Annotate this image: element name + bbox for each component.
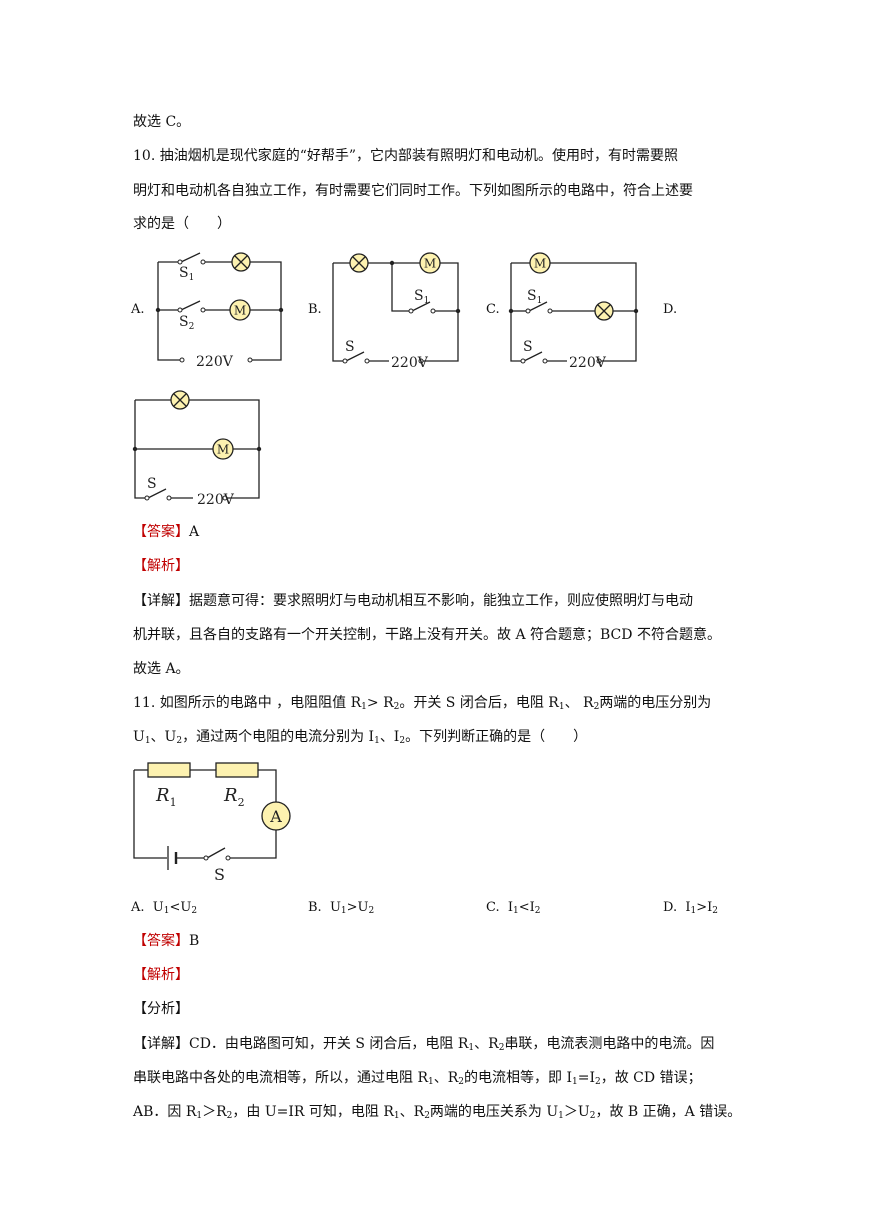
switch-s-label: S	[345, 339, 355, 355]
switch-s-label: S	[523, 339, 533, 355]
r2-label: R	[223, 785, 238, 806]
voltage-label: 220V	[391, 355, 429, 371]
r1-label: R	[155, 785, 170, 806]
switch-s1-sub: 1	[424, 296, 430, 306]
ammeter-label: A	[269, 807, 282, 826]
q11-detail-line-2: 串联电路中各处的电流相等，所以，通过电阻 R1、R2的电流相等，即 I1=I2，…	[133, 1070, 702, 1087]
voltage-label: 220V	[196, 354, 234, 370]
q10-stem-line-2: 明灯和电动机各自独立工作，有时需要它们同时工作。下列如图所示的电路中，符合上述要	[133, 183, 693, 199]
q10-stem-line-1: 10. 抽油烟机是现代家庭的“好帮手”，它内部装有照明灯和电动机。使用时，有时需…	[133, 148, 679, 164]
motor-label: M	[217, 443, 229, 457]
resistor-r1	[147, 762, 191, 778]
switch-s-label: S	[214, 865, 225, 884]
switch-s2-label: S	[179, 314, 189, 330]
lamp-icon	[349, 253, 369, 273]
q10-detail-line-1: 【详解】据题意可得：要求照明灯与电动机相互不影响，能独立工作，则应使照明灯与电动	[133, 593, 693, 609]
q10-stem-line-3: 求的是（ ）	[133, 216, 231, 232]
detail-label: 【详解】	[133, 1036, 189, 1052]
q11-option-c: C. I1<I2	[486, 900, 541, 916]
q10-circuit-d: M S 220V	[132, 390, 262, 508]
ammeter-icon: A	[261, 801, 291, 831]
voltage-label: 220V	[197, 492, 235, 508]
svg-text:R2: R2	[223, 785, 245, 809]
q11-circuit: A R1 R2 S	[133, 762, 291, 884]
motor-label: M	[424, 257, 436, 271]
motor-icon: M	[529, 252, 551, 274]
motor-icon: M	[229, 299, 251, 321]
q10-circuit-a: M S1 S2 220V	[155, 252, 284, 370]
q10-detail-line-2: 机并联，且各自的支路有一个开关控制，干路上没有开关。故 A 符合题意；BCD 不…	[133, 627, 721, 643]
switch-s1-label: S	[414, 288, 424, 304]
svg-text:R1: R1	[155, 785, 177, 809]
q11-option-d: D. I1>I2	[663, 900, 718, 916]
voltage-label: 220V	[569, 355, 607, 371]
switch-s1-sub: 1	[189, 273, 195, 283]
q11-analysis-label: 【解析】	[133, 967, 189, 983]
q10-answer: 【答案】A	[133, 522, 199, 542]
svg-text:S2: S2	[179, 314, 194, 332]
q11-stem-line-1: 11. 如图所示的电路中 ，电阻阻值 R1> R2。开关 S 闭合后，电阻 R1…	[133, 695, 712, 712]
switch-s1-label: S	[527, 288, 537, 304]
q10-option-c-label: C.	[486, 302, 500, 317]
switch-s2-sub: 2	[189, 322, 195, 332]
switch-s-label: S	[147, 476, 157, 492]
q10-option-a-label: A.	[131, 302, 145, 317]
q10-circuit-b: M S1 S 220V	[332, 252, 461, 371]
q10-option-b-label: B.	[308, 302, 322, 317]
lamp-icon	[231, 252, 251, 272]
q11-answer: 【答案】B	[133, 931, 199, 951]
answer-label: 【答案】	[133, 933, 189, 949]
switch-s1-label: S	[179, 265, 189, 281]
motor-icon: M	[212, 438, 234, 460]
svg-text:S1: S1	[179, 265, 194, 283]
svg-text:S1: S1	[414, 288, 429, 306]
motor-label: M	[234, 304, 246, 318]
q10-option-d-label: D.	[663, 302, 678, 317]
q9-conclusion: 故选 C。	[133, 114, 191, 130]
q11-detail-line-1: 【详解】CD．由电路图可知，开关 S 闭合后，电阻 R1、R2串联，电流表测电路…	[133, 1036, 715, 1053]
answer-value: B	[189, 933, 200, 949]
lamp-icon	[170, 390, 190, 410]
answer-value: A	[189, 524, 200, 540]
lamp-icon	[594, 301, 614, 321]
switch-s1-sub: 1	[537, 296, 543, 306]
q11-detail-line-3: AB．因 R1＞R2，由 U=IR 可知，电阻 R1、R2两端的电压关系为 U1…	[133, 1104, 742, 1121]
answer-label: 【答案】	[133, 524, 189, 540]
q11-option-a: A. U1<U2	[131, 900, 198, 916]
detail-label: 【详解】	[133, 593, 189, 609]
q10-conclusion: 故选 A。	[133, 661, 190, 677]
q11-analysis-sub-label: 【分析】	[133, 1001, 189, 1017]
resistor-r2	[215, 762, 259, 778]
motor-label: M	[534, 257, 546, 271]
q10-circuit-c: M S1 S 220V	[508, 252, 639, 371]
motor-icon: M	[419, 252, 441, 274]
svg-text:S1: S1	[527, 288, 542, 306]
q11-option-b: B. U1>U2	[308, 900, 375, 916]
q11-stem-line-2: U1、U2，通过两个电阻的电流分别为 I1、I2。下列判断正确的是（ ）	[133, 729, 588, 746]
q10-analysis-label: 【解析】	[133, 558, 189, 574]
